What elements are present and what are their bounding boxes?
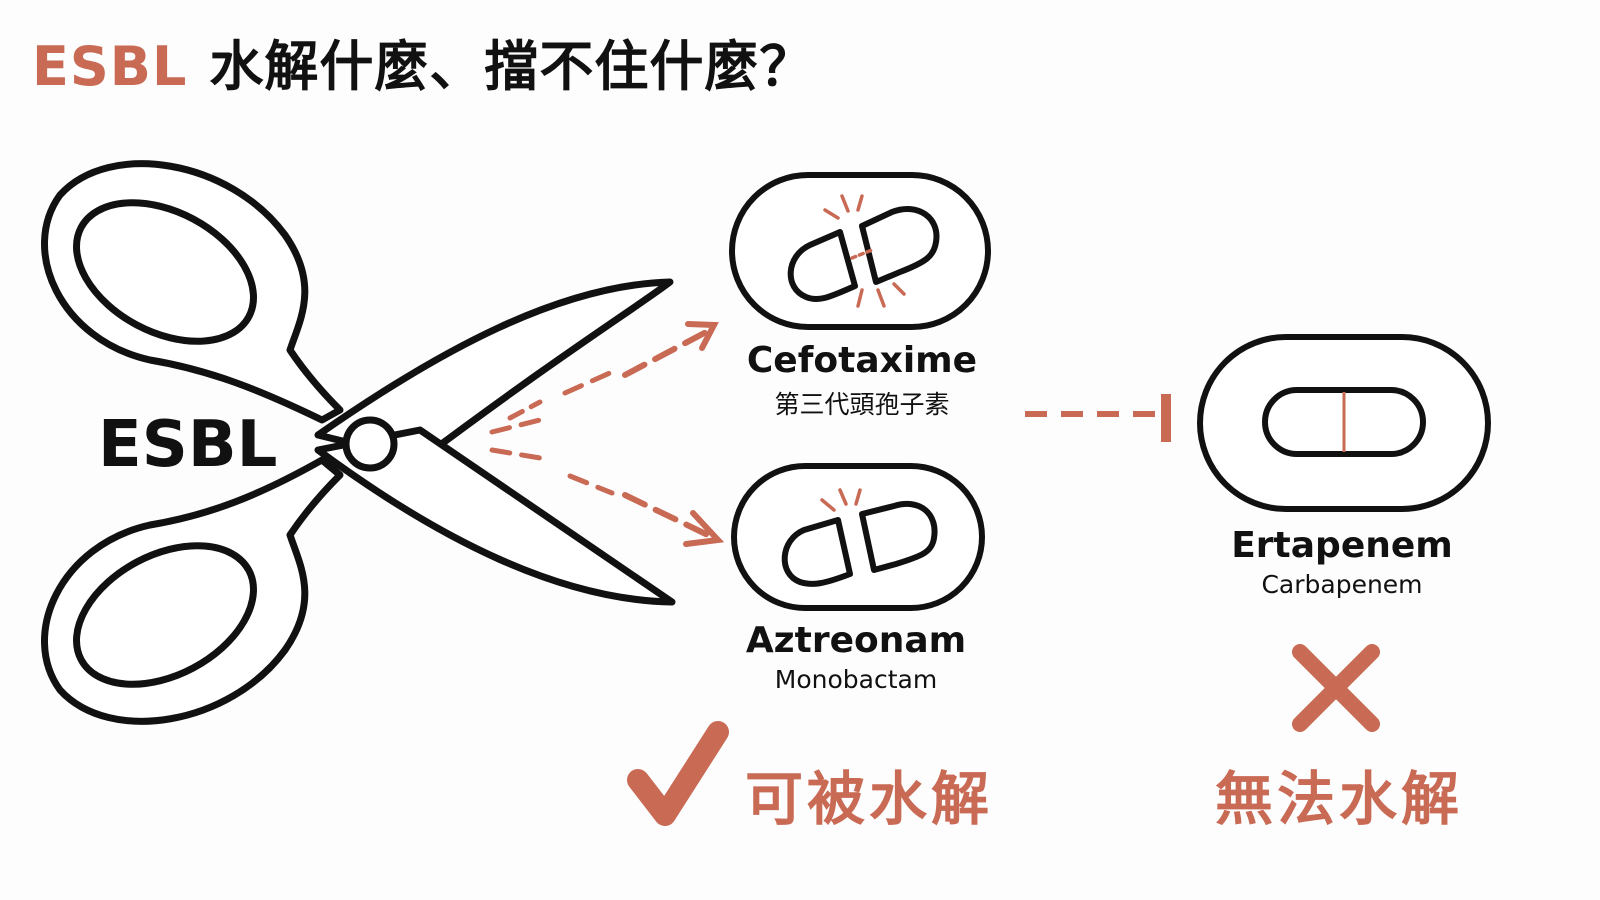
aztreonam-box bbox=[731, 463, 985, 611]
crack-sparks bbox=[820, 488, 862, 512]
ertapenem-box bbox=[1197, 334, 1491, 512]
hydrolyzed-verdict: 可被水解 bbox=[745, 765, 994, 833]
check-icon bbox=[627, 721, 729, 826]
drug-name: Cefotaxime bbox=[746, 340, 978, 381]
cefotaxime-box bbox=[729, 172, 991, 330]
drug-class: 第三代頭孢子素 bbox=[774, 390, 950, 419]
drug-class: Monobactam bbox=[774, 665, 938, 694]
not-hydrolyzed-verdict: 無法水解 bbox=[1215, 765, 1464, 833]
scissors-icon bbox=[41, 160, 676, 725]
arrow-to-cefotaxime bbox=[622, 321, 719, 378]
intact-capsule-icon bbox=[1262, 387, 1426, 457]
title-text: 水解什麼、擋不住什麼？ bbox=[209, 35, 815, 98]
cross-icon bbox=[1292, 644, 1380, 732]
aztreonam-label: Aztreonam Monobactam bbox=[736, 620, 976, 694]
drug-name: Aztreonam bbox=[745, 620, 967, 661]
blocked-connector bbox=[1025, 394, 1171, 442]
scissors-label: ESBL bbox=[98, 408, 278, 482]
arrow-to-aztreonam bbox=[622, 492, 725, 547]
cefotaxime-label: Cefotaxime 第三代頭孢子素 bbox=[742, 340, 982, 421]
broken-capsule-icon bbox=[781, 501, 938, 587]
ertapenem-label: Ertapenem Carbapenem bbox=[1222, 525, 1462, 599]
drug-name: Ertapenem bbox=[1231, 525, 1453, 566]
drug-class: Carbapenem bbox=[1261, 570, 1423, 599]
page-title: ESBL 水解什麼、擋不住什麼？ bbox=[32, 22, 814, 101]
title-accent: ESBL bbox=[32, 35, 188, 98]
cut-rays bbox=[489, 369, 615, 496]
broken-capsule-icon bbox=[787, 205, 940, 303]
crack-sparks bbox=[823, 194, 906, 308]
